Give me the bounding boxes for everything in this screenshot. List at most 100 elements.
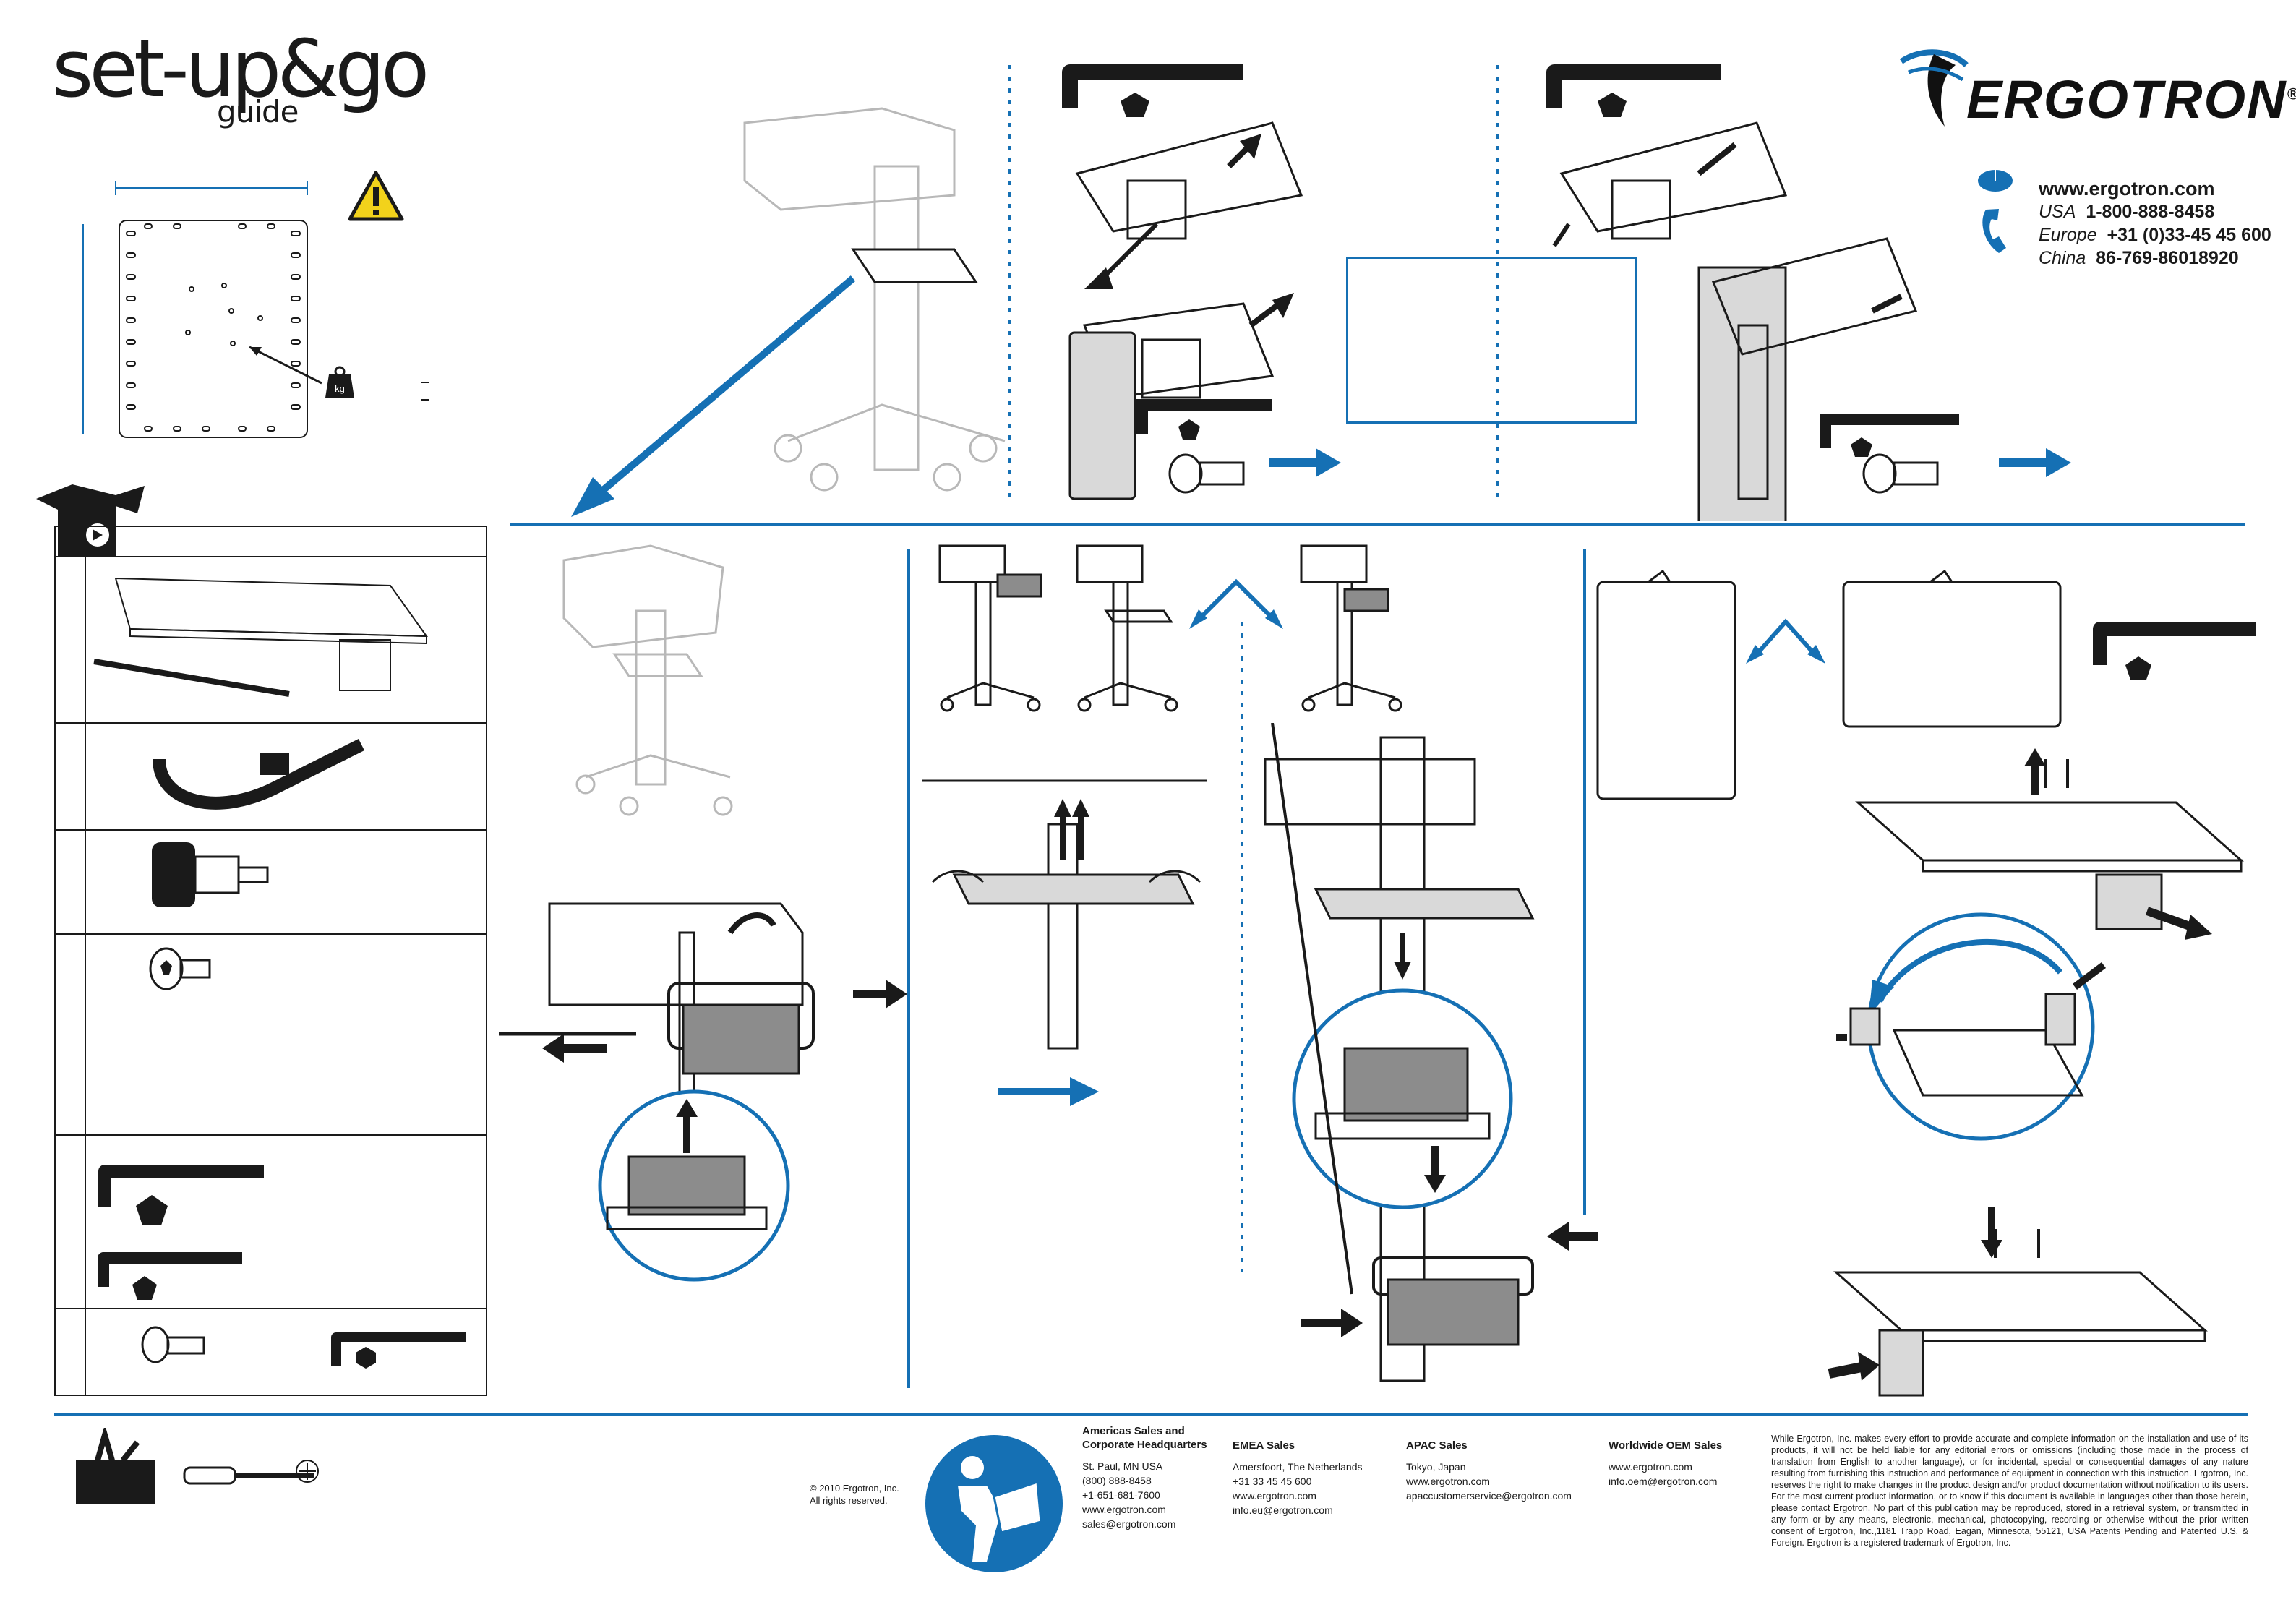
bracket-attach-alt-diagram (1546, 64, 1959, 521)
parts-divider (56, 1308, 486, 1309)
brand-wordmark: ERGOTRON (1966, 69, 2287, 129)
reinstall-bracket-diagram (1828, 1207, 2208, 1397)
shelf-orientation-diagram (1596, 569, 2256, 800)
dotted-divider (1496, 65, 1499, 499)
next-step-arrow (1999, 448, 2071, 477)
warning-icon (348, 171, 404, 221)
bin-lift-zoom-diagram (598, 1089, 790, 1282)
spec-dash (421, 399, 429, 401)
contact-label: USA (2039, 202, 2076, 222)
contact-label: Europe (2039, 225, 2097, 245)
hexagon-icon (356, 1347, 376, 1369)
weight-icon: kg (325, 366, 354, 398)
region-line[interactable]: www.ergotron.com (1233, 1490, 1316, 1502)
parts-divider (56, 1134, 486, 1136)
region-line[interactable]: info.oem@ergotron.com (1609, 1476, 1718, 1487)
region-oem: Worldwide OEM Sales www.ergotron.com inf… (1609, 1439, 1722, 1489)
contact-label: China (2039, 248, 2086, 268)
weight-unit-label: kg (335, 383, 345, 394)
screwdriver-icon (183, 1466, 314, 1485)
screw-icon (141, 1326, 205, 1363)
region-title: Corporate Headquarters (1082, 1439, 1207, 1451)
bin-install-diagram (1264, 723, 1598, 1382)
parts-divider (56, 722, 486, 724)
ergotron-logo-icon (1899, 49, 1969, 127)
shelf-plate-part (93, 577, 428, 697)
legal-disclaimer: While Ergotron, Inc. makes every effort … (1771, 1434, 2248, 1548)
strap-part (153, 738, 365, 810)
section-divider (510, 523, 2245, 526)
hex-key-icon (98, 1252, 242, 1287)
footer-rule (54, 1413, 2248, 1416)
region-line: +1-651-681-7600 (1082, 1489, 1160, 1501)
contact-website[interactable]: www.ergotron.com (2039, 178, 2215, 200)
contact-line-usa: USA 1-800-888-8458 (2039, 200, 2271, 223)
brand-name: ERGOTRON® (1966, 69, 2296, 130)
shelf-dimension-diagram (82, 181, 322, 438)
dotted-divider (1583, 549, 1586, 1215)
parts-divider (56, 933, 486, 935)
arrow-to-shelf (571, 275, 856, 517)
region-line[interactable]: www.ergotron.com (1406, 1476, 1490, 1487)
toolbox-icon (76, 1428, 155, 1504)
hex-key-icon (98, 1165, 264, 1207)
region-line: Tokyo, Japan (1406, 1461, 1466, 1473)
contact-line-china: China 86-769-86018920 (2039, 247, 2271, 270)
package-icon (36, 484, 145, 557)
bracket-attach-diagram (1062, 64, 1303, 500)
reading-manual-icon (925, 1435, 1063, 1572)
region-title: Americas Sales and (1082, 1425, 1185, 1437)
note-box (1346, 257, 1637, 424)
pentagon-icon (132, 1276, 157, 1300)
copyright-line: © 2010 Ergotron, Inc. (810, 1483, 899, 1494)
dotted-divider (907, 549, 910, 1388)
screw-icon (149, 947, 211, 990)
region-title: Worldwide OEM Sales (1609, 1439, 1723, 1452)
thumbscrew-part (152, 842, 269, 907)
dotted-divider (1241, 622, 1243, 1272)
region-line[interactable]: sales@ergotron.com (1082, 1518, 1176, 1530)
cart-overview-diagram (743, 107, 1006, 492)
copyright-line: All rights reserved. (810, 1495, 888, 1506)
phillips-tip-icon (296, 1460, 319, 1483)
mouse-icon (1978, 170, 2013, 192)
cart-variants-diagram (938, 544, 1402, 712)
region-line: St. Paul, MN USA (1082, 1460, 1163, 1472)
bin-removal-diagram (499, 902, 907, 1151)
parts-list (54, 526, 487, 1396)
region-title: APAC Sales (1406, 1439, 1468, 1452)
dotted-divider (1008, 65, 1011, 499)
registered-mark: ® (2287, 85, 2296, 103)
region-emea: EMEA Sales Amersfoort, The Netherlands +… (1233, 1439, 1363, 1517)
pentagon-icon (136, 1195, 168, 1225)
region-line: (800) 888-8458 (1082, 1475, 1152, 1486)
contact-value: 86-769-86018920 (2096, 248, 2239, 268)
next-step-arrow (998, 1077, 1099, 1106)
region-title: EMEA Sales (1233, 1439, 1295, 1452)
region-line: +31 33 45 45 600 (1233, 1476, 1312, 1487)
hex-key-icon (331, 1332, 466, 1366)
region-apac: APAC Sales Tokyo, Japan www.ergotron.com… (1406, 1439, 1572, 1503)
contact-value: +31 (0)33-45 45 600 (2107, 225, 2271, 245)
region-line[interactable]: www.ergotron.com (1082, 1504, 1166, 1515)
guide-subtitle: guide (217, 94, 299, 129)
next-step-arrow (1269, 448, 1341, 477)
region-line[interactable]: apaccustomerservice@ergotron.com (1406, 1490, 1572, 1502)
region-line[interactable]: www.ergotron.com (1609, 1461, 1692, 1473)
parts-divider (56, 556, 486, 557)
cart-ghost-diagram (562, 544, 733, 816)
contact-block: www.ergotron.com USA 1-800-888-8458 Euro… (2039, 177, 2271, 270)
parts-index-column (56, 527, 86, 1395)
parts-divider (56, 829, 486, 831)
copyright: © 2010 Ergotron, Inc. All rights reserve… (810, 1482, 899, 1507)
release-latch-diagram (922, 779, 1207, 1050)
phone-icon (1982, 209, 2006, 253)
region-line: Amersfoort, The Netherlands (1233, 1461, 1363, 1473)
rotate-bracket-zoom-diagram (1836, 912, 2106, 1141)
remove-bracket-diagram (1855, 748, 2244, 940)
contact-line-europe: Europe +31 (0)33-45 45 600 (2039, 223, 2271, 247)
spec-dash (421, 382, 429, 383)
contact-value: 1-800-888-8458 (2086, 202, 2215, 222)
region-line[interactable]: info.eu@ergotron.com (1233, 1504, 1333, 1516)
